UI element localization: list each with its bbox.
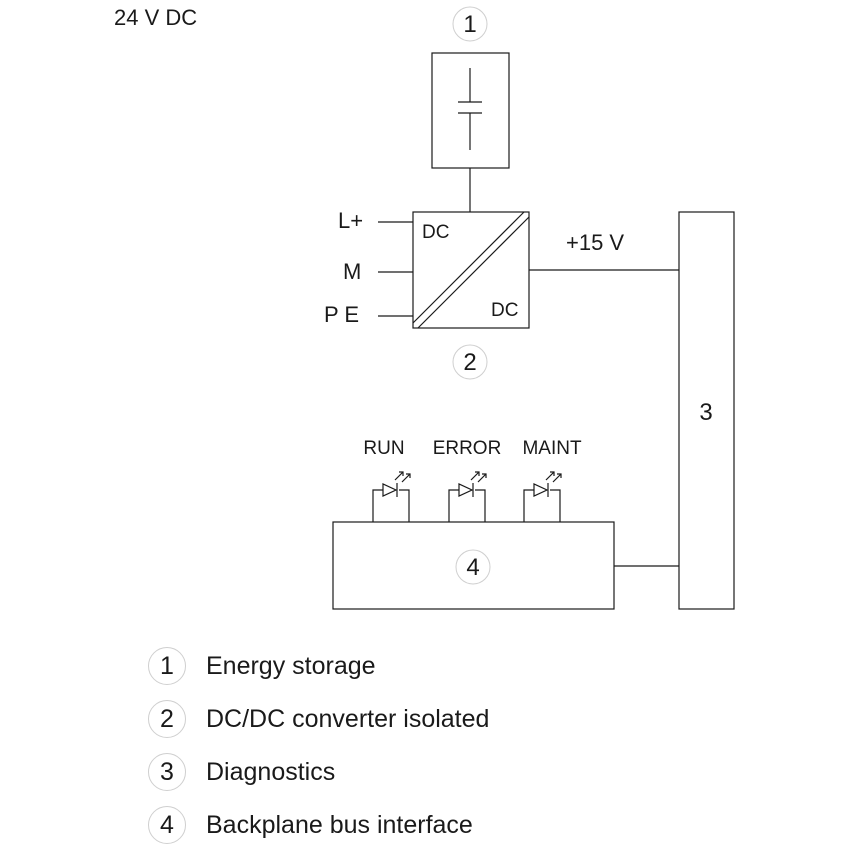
legend-number: 3	[148, 753, 186, 791]
legend-item: 1 Energy storage	[148, 646, 376, 686]
led-maint-icon	[523, 471, 562, 522]
legend-item: 2 DC/DC converter isolated	[148, 699, 489, 739]
legend-number: 4	[148, 806, 186, 844]
legend-text: Energy storage	[206, 651, 376, 680]
led-maint-label: MAINT	[522, 438, 582, 459]
marker-1: 1	[452, 6, 488, 42]
legend-item: 3 Diagnostics	[148, 752, 335, 792]
marker-2: 2	[452, 344, 488, 380]
legend-text: Diagnostics	[206, 757, 336, 786]
svg-text:1: 1	[463, 11, 476, 38]
input-pe-label: P E	[324, 302, 359, 327]
legend-text: DC/DC converter isolated	[206, 704, 490, 733]
marker-4: 4	[455, 549, 491, 585]
legend-text: Backplane bus interface	[206, 810, 473, 839]
block-diagram: 24 V DC 1 L+ M P E DC DC 2 +15 V 3 4	[114, 5, 735, 610]
svg-text:4: 4	[466, 554, 479, 581]
supply-label: 24 V DC	[114, 5, 197, 30]
converter-out-label: DC	[491, 300, 518, 321]
led-run-icon	[372, 471, 411, 522]
legend-number: 2	[148, 700, 186, 738]
input-l-plus-label: L+	[338, 208, 363, 233]
converter-in-label: DC	[422, 222, 449, 243]
diagnostics-box	[678, 211, 735, 610]
input-m-label: M	[343, 259, 361, 284]
led-run-label: RUN	[363, 438, 404, 459]
legend-number: 1	[148, 647, 186, 685]
led-error-label: ERROR	[433, 438, 502, 459]
svg-text:2: 2	[463, 349, 476, 376]
led-error-icon	[448, 471, 487, 522]
voltage-label: +15 V	[566, 230, 624, 255]
marker-3: 3	[699, 399, 712, 426]
dcdc-converter-box	[412, 211, 530, 329]
legend-item: 4 Backplane bus interface	[148, 805, 473, 845]
capacitor-symbol	[458, 68, 482, 150]
